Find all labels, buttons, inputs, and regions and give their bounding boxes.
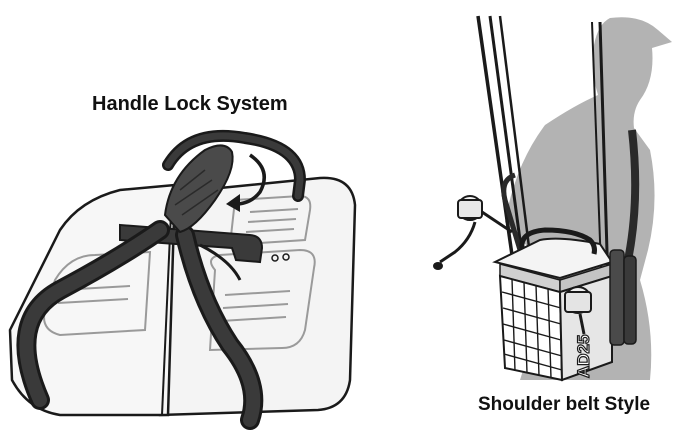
rotation-arrow — [226, 153, 266, 212]
spinning-reel-left — [433, 195, 513, 270]
shoulder-belt-caption: Shoulder belt Style — [478, 394, 651, 415]
spinning-reel-right — [564, 286, 592, 335]
handle-left — [16, 129, 307, 430]
handle-lock-caption: Handle Lock System — [92, 93, 288, 115]
tackle-box-right — [492, 227, 637, 382]
box-label: AD25 — [574, 335, 593, 378]
shoulder-belt — [501, 129, 640, 261]
